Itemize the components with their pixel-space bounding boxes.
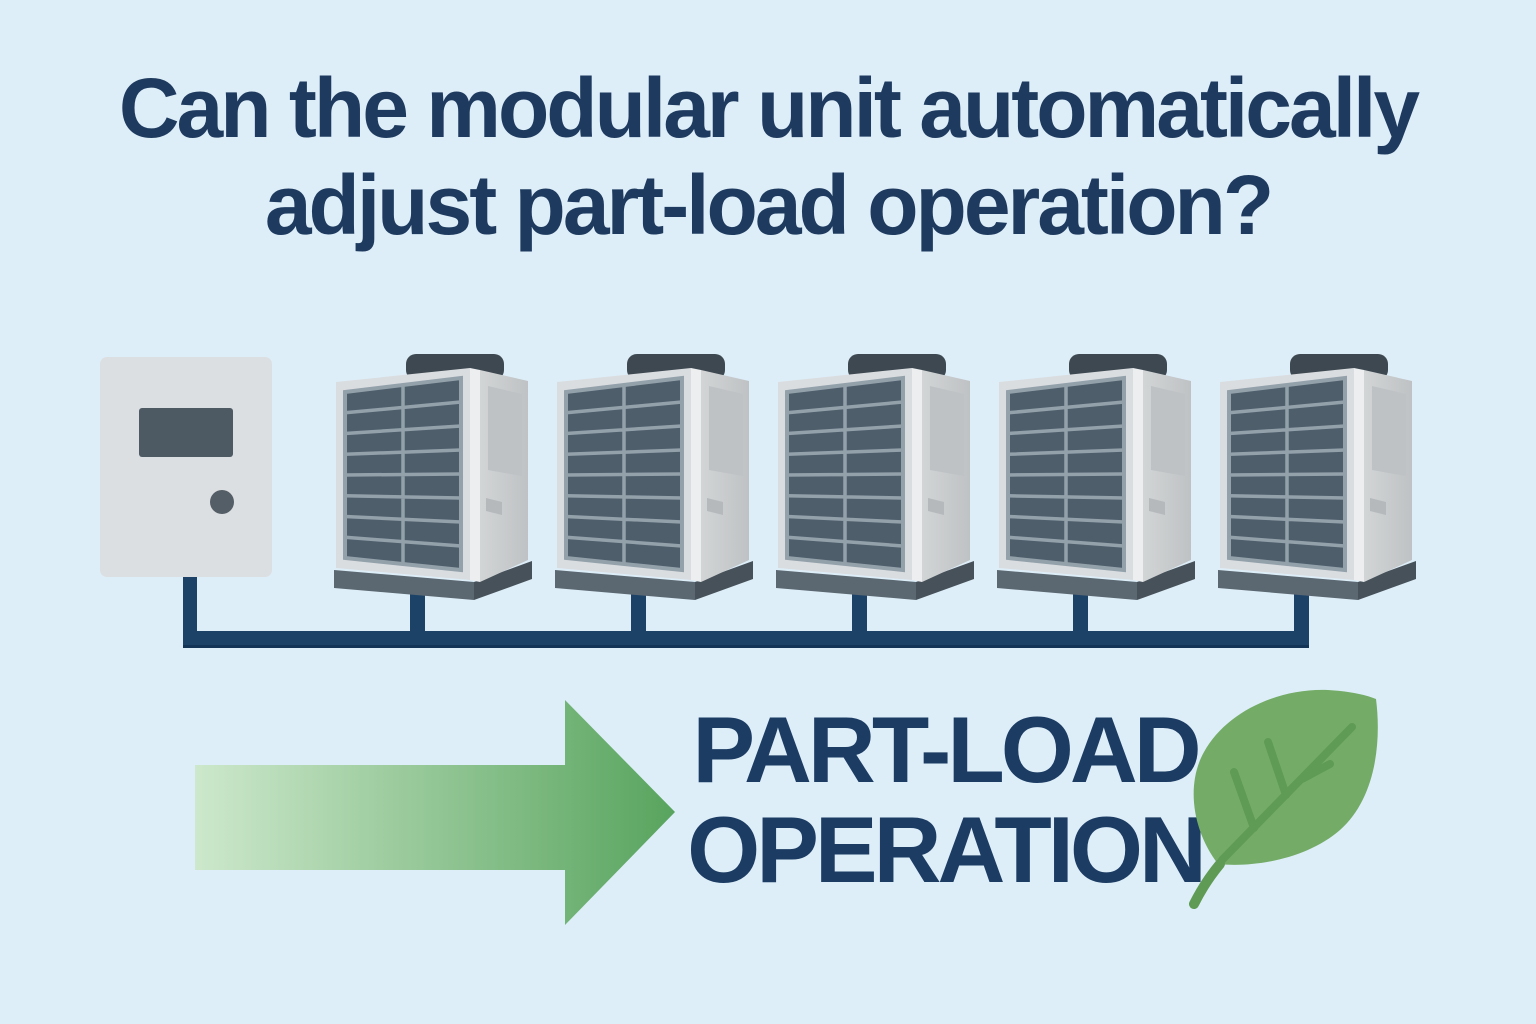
hvac-unit-icon-3 bbox=[776, 354, 974, 600]
controller-screen bbox=[139, 408, 233, 457]
leaf-icon bbox=[1189, 689, 1378, 909]
hvac-unit-icon-5 bbox=[1218, 354, 1416, 600]
connection-drop-4 bbox=[1073, 588, 1088, 640]
page-title: Can the modular unit automatically adjus… bbox=[0, 60, 1536, 254]
page-title-line2: adjust part-load operation? bbox=[264, 158, 1274, 252]
result-label-line1: PART-LOAD bbox=[692, 697, 1201, 802]
hvac-unit-icon-2 bbox=[555, 354, 753, 600]
connection-drop-3 bbox=[852, 588, 867, 640]
result-label-line2: OPERATION bbox=[687, 797, 1207, 902]
result-label: PART-LOAD OPERATION bbox=[645, 700, 1245, 900]
hvac-unit-icon-1 bbox=[334, 354, 532, 600]
connection-drop-5 bbox=[1294, 588, 1309, 640]
page-title-line1: Can the modular unit automatically bbox=[118, 61, 1420, 155]
connection-drop-controller bbox=[183, 572, 197, 640]
controller-icon bbox=[100, 357, 272, 577]
hvac-unit-icon-4 bbox=[997, 354, 1195, 600]
controller-button bbox=[210, 490, 234, 514]
connection-drop-2 bbox=[631, 588, 646, 640]
connection-bus-line bbox=[183, 631, 1309, 648]
connection-drop-1 bbox=[410, 588, 425, 640]
arrow-right-icon bbox=[195, 700, 675, 925]
